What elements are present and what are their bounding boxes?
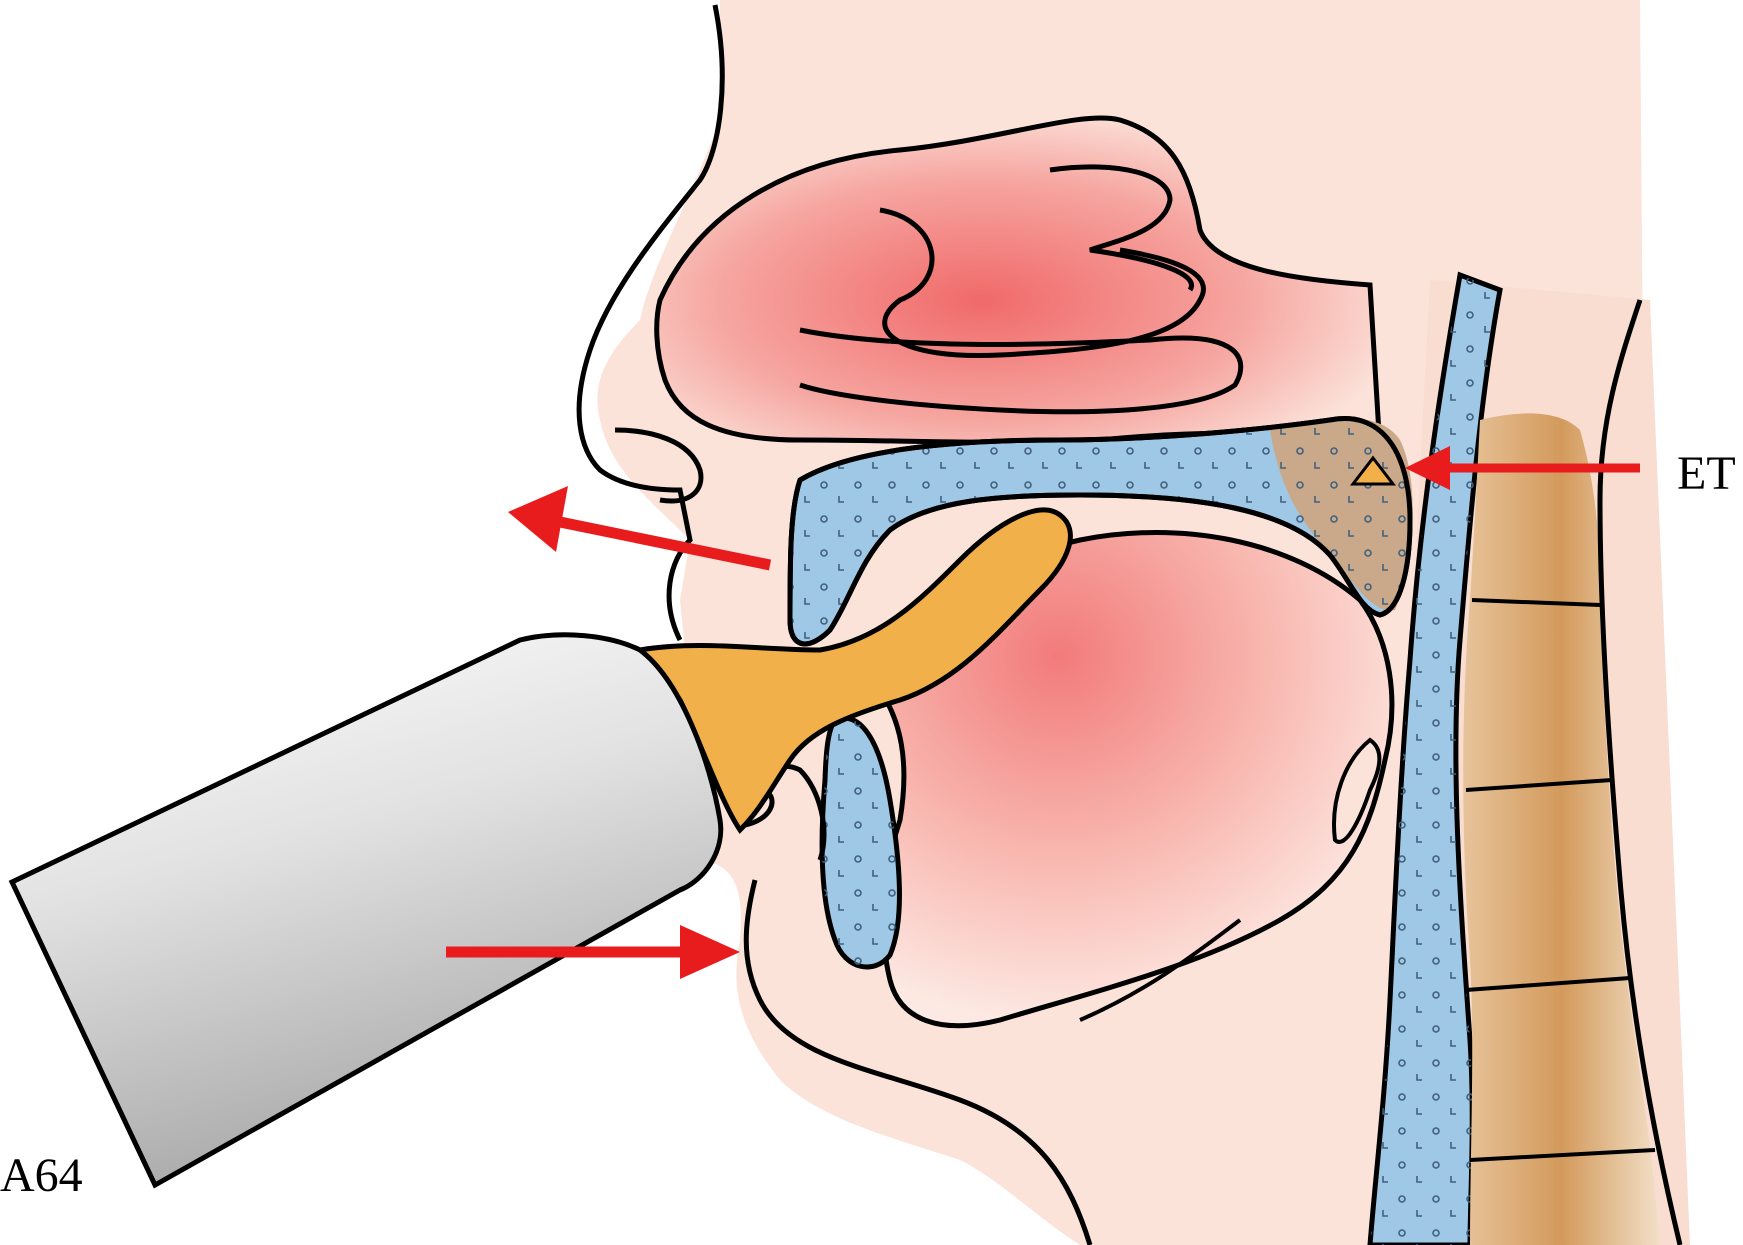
et-label: ET [1677,450,1736,498]
figure-id-label: A64 [0,1152,83,1200]
bottle [12,635,721,1185]
